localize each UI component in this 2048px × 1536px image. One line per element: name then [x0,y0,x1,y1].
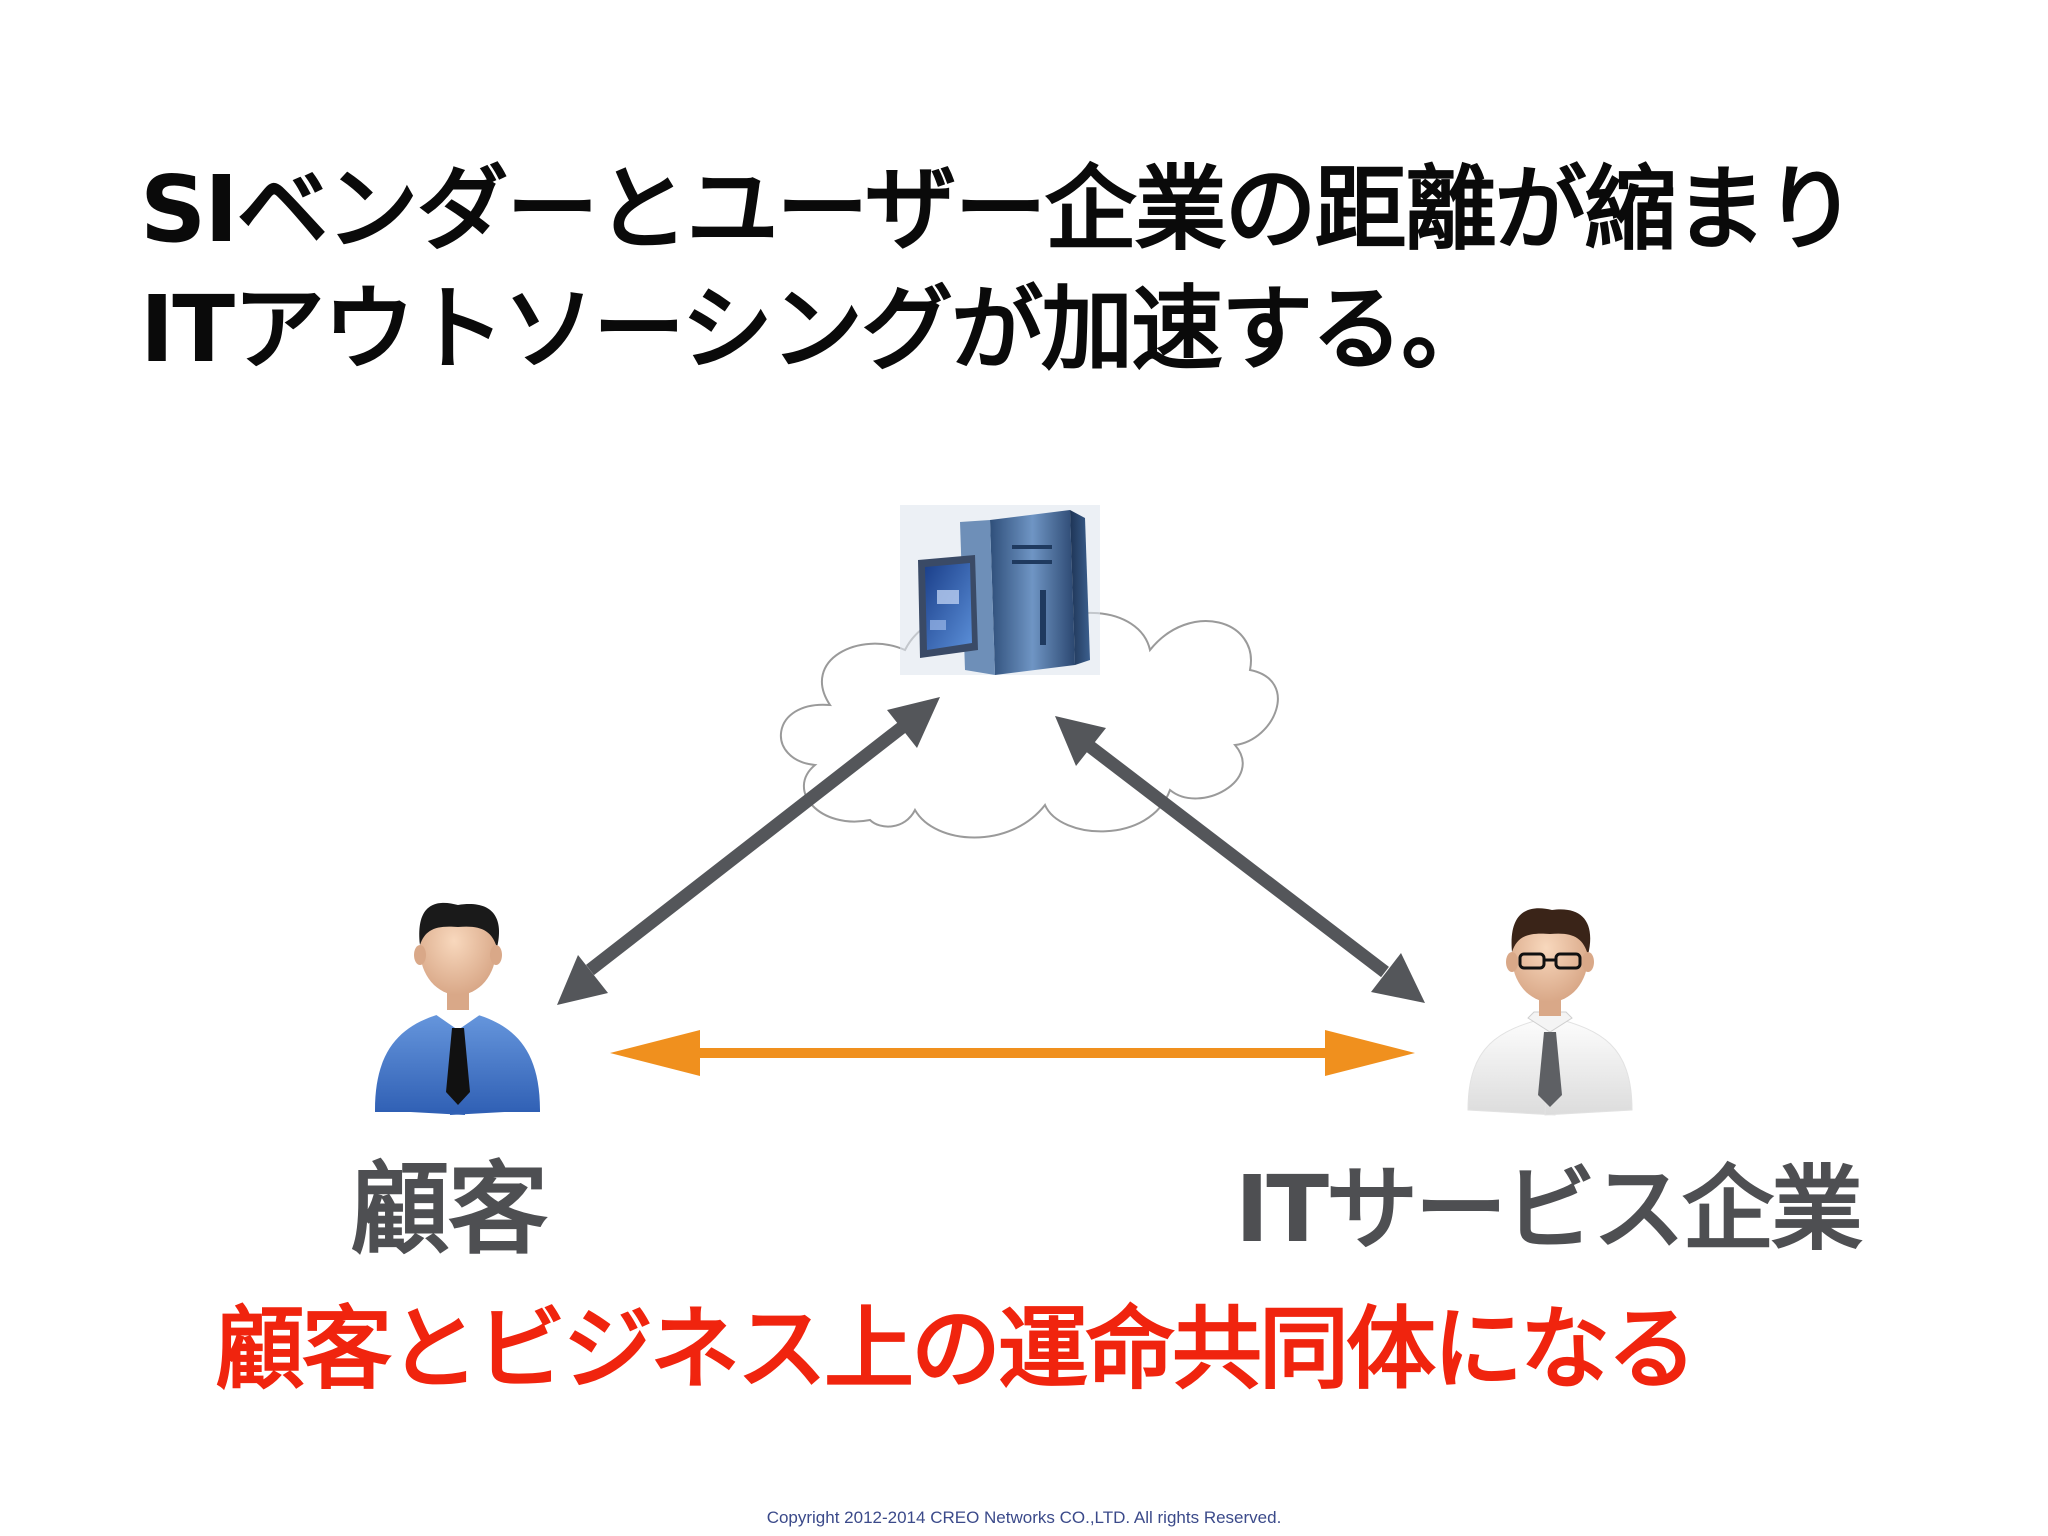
it-company-label: ITサービス企業 [1235,1156,1863,1263]
engineer-icon [1467,908,1633,1116]
title-line-1: SIベンダーとユーザー企業の距離が縮まり [140,156,1857,263]
businessman-icon [375,902,540,1115]
arrow-itcompany-cloud [1055,716,1425,1003]
conclusion-text: 顧客とビジネス上の運命共同体になる [215,1297,1697,1402]
server-icon [900,505,1100,675]
arrow-customer-itcompany [610,1030,1415,1076]
copyright-text: Copyright 2012-2014 CREO Networks CO.,LT… [766,1508,1282,1527]
title-line-2: ITアウトソーシングが加速する。 [140,276,1493,383]
arrow-customer-cloud [557,697,940,1005]
customer-label: 顧客 [350,1151,548,1268]
slide-title: SIベンダーとユーザー企業の距離が縮まり ITアウトソーシングが加速する。 [140,150,2000,390]
